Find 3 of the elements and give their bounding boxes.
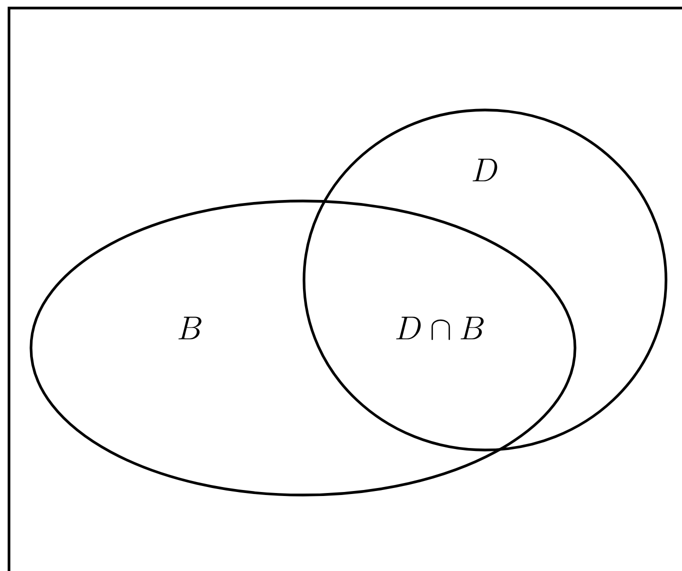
set-label: $B$	[178, 316, 202, 340]
intersection-label: $D \cap B$	[396, 316, 484, 340]
set-label: $D$	[472, 158, 498, 182]
